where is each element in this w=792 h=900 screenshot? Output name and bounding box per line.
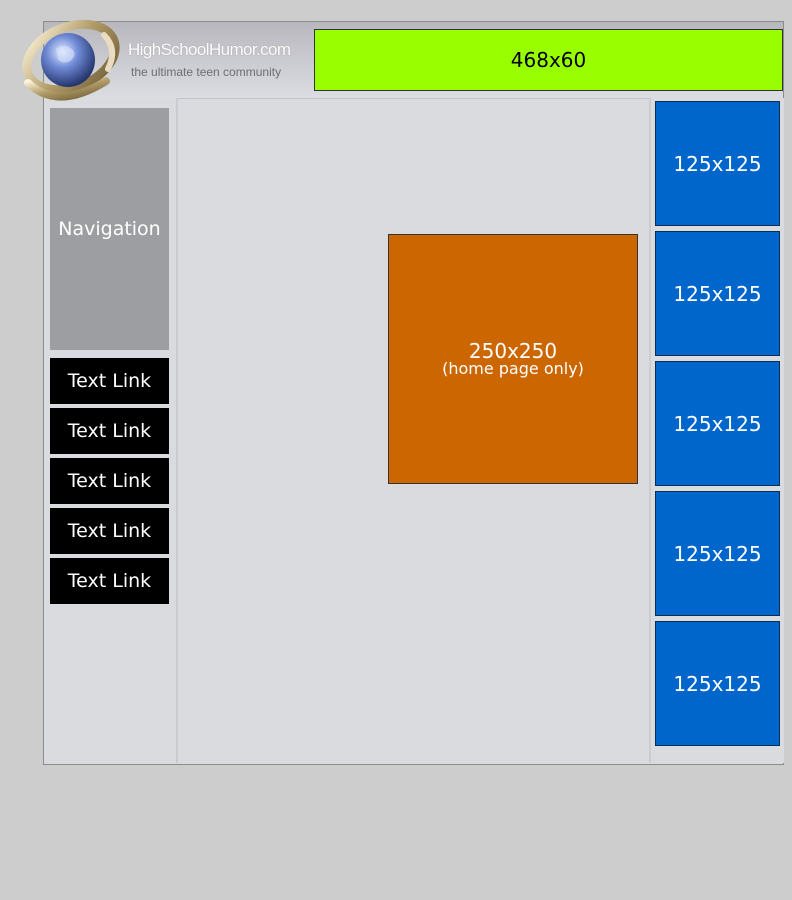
text-link-1[interactable]: Text Link — [50, 358, 169, 404]
main-ad-note: (home page only) — [442, 359, 584, 378]
text-link-5[interactable]: Text Link — [50, 558, 169, 604]
site-tagline: the ultimate teen community — [131, 65, 282, 79]
banner-ad-468x60[interactable]: 468x60 — [314, 29, 783, 91]
text-link-2[interactable]: Text Link — [50, 408, 169, 454]
text-link-4[interactable]: Text Link — [50, 508, 169, 554]
site-title[interactable]: HighSchoolHumor.com — [128, 40, 291, 59]
side-ad-1[interactable]: 125x125 — [655, 101, 780, 226]
side-ad-4[interactable]: 125x125 — [655, 491, 780, 616]
main-ad-250x250[interactable]: 250x250 (home page only) — [388, 234, 638, 484]
side-ad-2[interactable]: 125x125 — [655, 231, 780, 356]
main-ad-size-label: 250x250 — [468, 339, 558, 363]
globe-logo-icon[interactable] — [16, 15, 126, 105]
side-ad-5[interactable]: 125x125 — [655, 621, 780, 746]
side-ad-3[interactable]: 125x125 — [655, 361, 780, 486]
text-link-3[interactable]: Text Link — [50, 458, 169, 504]
navigation-box[interactable]: Navigation — [50, 108, 169, 350]
